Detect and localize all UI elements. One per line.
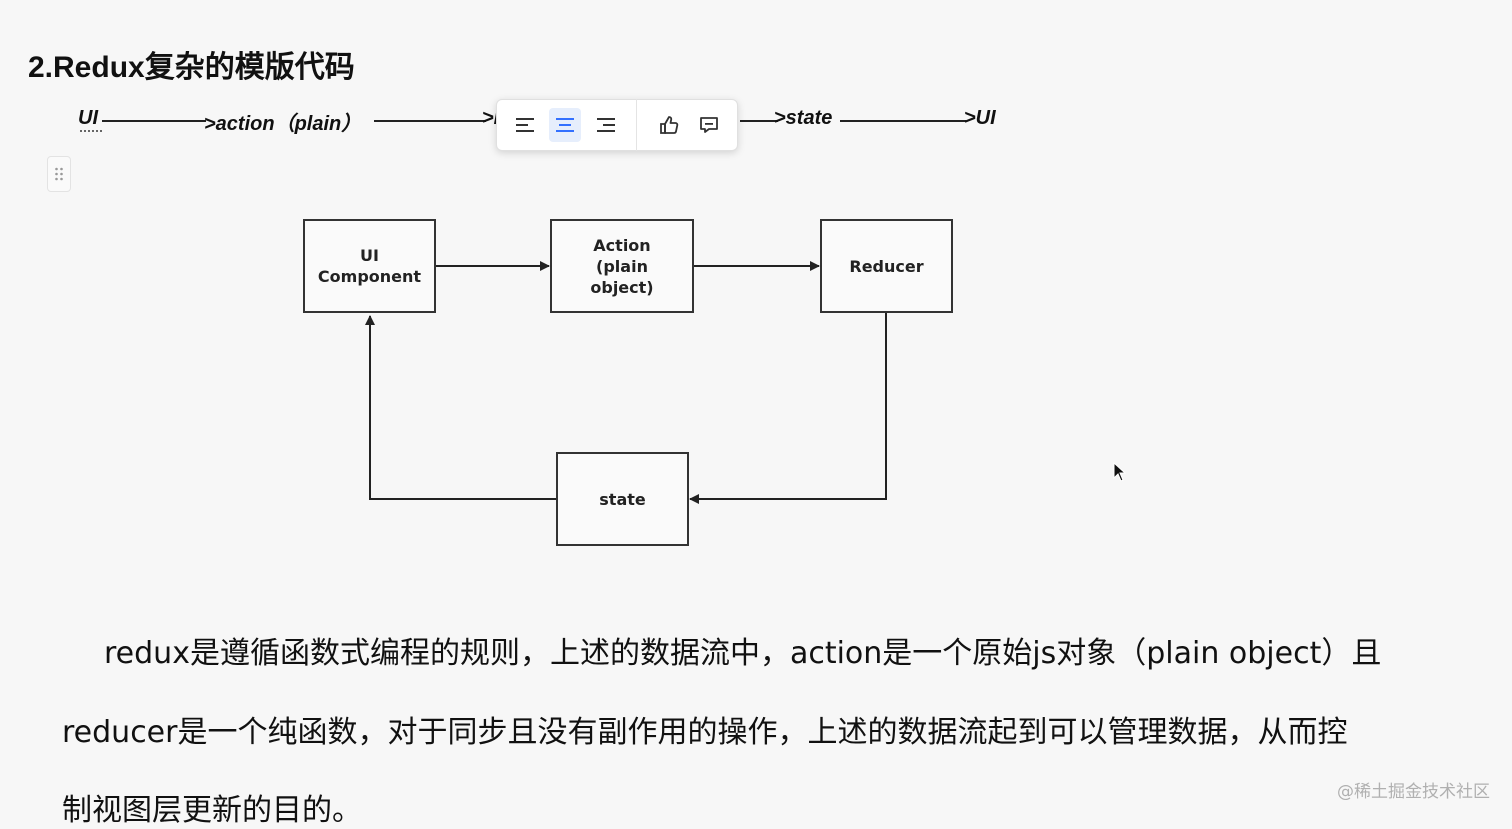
box-reducer: Reducer (820, 219, 953, 313)
arrow-state-to-ui (365, 315, 556, 500)
block-drag-handle[interactable] (47, 156, 71, 192)
image-format-toolbar (496, 99, 738, 151)
flow-connector (840, 120, 966, 122)
data-flow-line: UI >action（plain） >r >state >UI (78, 105, 1078, 135)
paragraph-line-2: reducer是一个纯函数，对于同步且没有副作用的操作，上述的数据流起到可以管理… (62, 715, 1348, 750)
flow-state: >state (774, 107, 833, 129)
thumbs-up-icon (659, 116, 678, 134)
flow-connector (102, 120, 206, 122)
box-state: state (556, 452, 689, 546)
align-center-button[interactable] (549, 108, 582, 142)
align-right-button[interactable] (589, 108, 621, 142)
mouse-cursor-icon (1113, 462, 1127, 482)
comment-icon (699, 117, 718, 133)
drag-dots-icon (55, 167, 63, 181)
flow-connector (374, 120, 486, 122)
box-action: Action (plain object) (550, 219, 694, 313)
like-button[interactable] (653, 108, 685, 142)
site-watermark: @稀土掘金技术社区 (1337, 782, 1490, 802)
arrow-reducer-to-state (689, 312, 887, 504)
toolbar-divider (635, 99, 637, 151)
section-heading: 2.Redux复杂的模版代码 (28, 51, 355, 84)
flow-connector (740, 120, 778, 122)
ui-spell-underline (80, 130, 102, 132)
flow-ui-end: >UI (964, 107, 996, 129)
align-left-icon (516, 118, 535, 132)
flow-ui-start: UI (78, 107, 98, 129)
align-right-icon (596, 118, 615, 132)
flow-action: >action（plain） (204, 113, 362, 135)
comment-button[interactable] (693, 108, 725, 142)
align-center-icon (556, 118, 575, 132)
align-left-button[interactable] (509, 108, 541, 142)
paragraph-line-3: 制视图层更新的目的。 (62, 793, 362, 828)
paragraph-line-1: redux是遵循函数式编程的规则，上述的数据流中，action是一个原始js对象… (104, 636, 1382, 671)
box-ui-component: UI Component (303, 219, 436, 313)
